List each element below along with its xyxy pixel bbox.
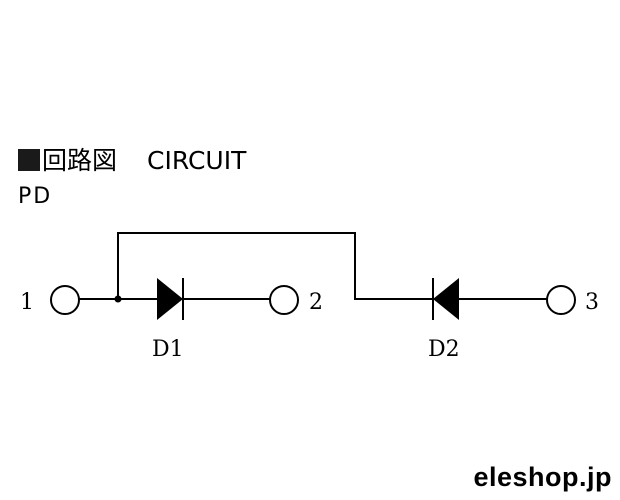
heading-jp: 回路図 bbox=[42, 146, 118, 175]
brand-logo: eleshop.jp bbox=[473, 462, 612, 492]
diagram-heading: 回路図 CIRCUIT bbox=[18, 146, 246, 176]
diode-d1 bbox=[157, 278, 184, 320]
square-icon bbox=[18, 149, 40, 171]
junction-dot bbox=[114, 295, 122, 303]
diode-d2-label: D2 bbox=[428, 337, 460, 362]
terminal-3 bbox=[546, 285, 576, 315]
diode-d2 bbox=[432, 278, 459, 320]
terminal-1 bbox=[50, 285, 80, 315]
terminal-2-label: 2 bbox=[309, 290, 323, 315]
heading-en: CIRCUIT bbox=[147, 146, 247, 175]
terminal-1-label: 1 bbox=[20, 290, 34, 315]
diode-d1-label: D1 bbox=[152, 337, 184, 362]
subtitle: PD bbox=[18, 184, 53, 209]
terminal-2 bbox=[269, 285, 299, 315]
terminal-3-label: 3 bbox=[585, 290, 599, 315]
wire-bridge bbox=[117, 232, 433, 300]
